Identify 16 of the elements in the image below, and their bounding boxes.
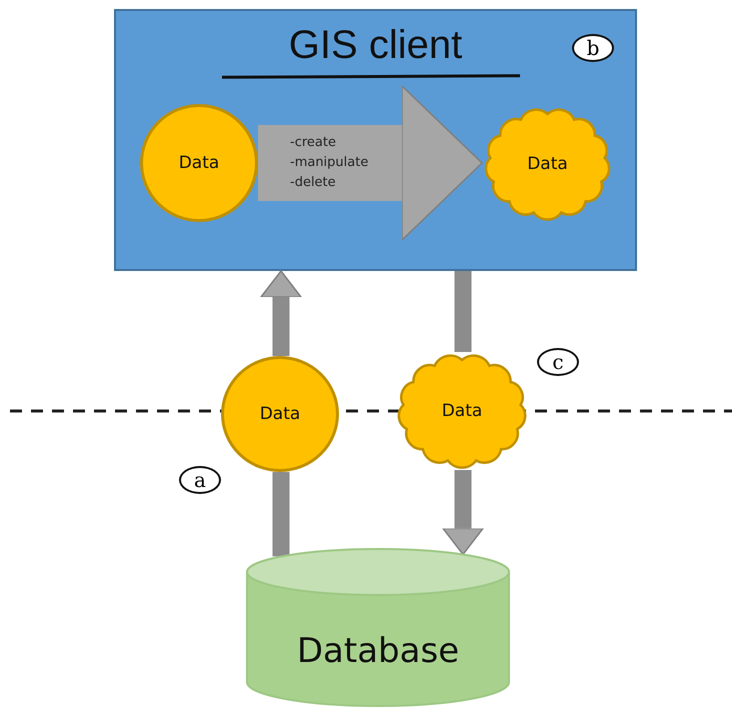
data-circle — [221, 356, 339, 472]
client-panel — [114, 9, 637, 271]
arrow — [258, 85, 483, 241]
callout-letter: a — [179, 466, 221, 494]
database-cylinder — [246, 548, 510, 706]
edge-label: -create -manipulate -delete — [290, 134, 368, 192]
node-label: Data — [260, 404, 300, 424]
panel-title: GIS client — [288, 23, 462, 68]
node-label: Data — [442, 401, 482, 421]
database-label: Database — [296, 631, 460, 671]
arrow — [260, 270, 302, 356]
callout-letter: c — [537, 348, 579, 376]
data-circle — [140, 104, 258, 222]
arrow — [442, 470, 484, 556]
node-label: Data — [527, 154, 568, 174]
node-label: Data — [178, 153, 220, 173]
